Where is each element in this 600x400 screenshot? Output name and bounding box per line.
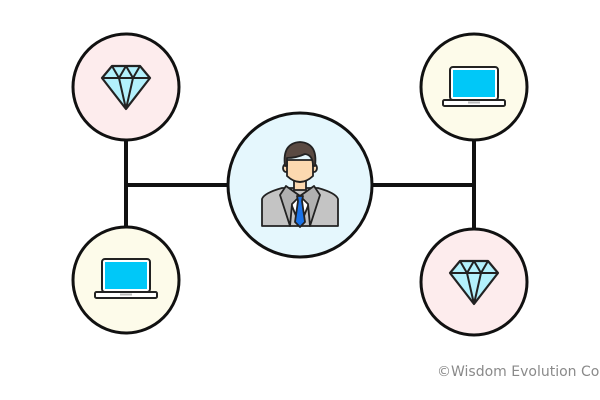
node-top-right — [419, 32, 529, 142]
laptop-icon — [94, 258, 158, 299]
connector-lines — [124, 138, 476, 228]
copyright-text: ©Wisdom Evolution Com — [437, 364, 600, 380]
node-top-left — [71, 32, 181, 142]
laptop-icon — [442, 66, 506, 107]
center-node — [226, 111, 374, 259]
businessman-icon — [261, 141, 339, 228]
node-bottom-right — [419, 227, 529, 337]
node-bottom-left — [71, 225, 181, 335]
